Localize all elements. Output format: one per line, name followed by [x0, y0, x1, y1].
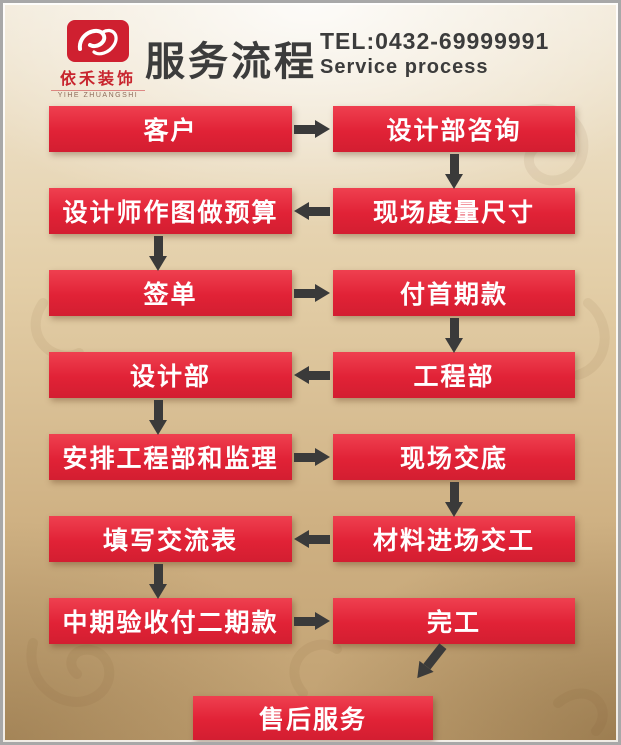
flow-arrow-left-icon — [294, 202, 330, 220]
flow-arrow-right-icon — [294, 120, 330, 138]
company-logo: 依禾装饰 YIHE ZHUANGSHI — [51, 19, 145, 99]
arrow-head — [149, 584, 167, 599]
flow-node-engineering-dept: 工程部 — [333, 352, 575, 398]
flow-arrow-down-icon — [445, 154, 463, 189]
flow-node-arrange-supervision: 安排工程部和监理 — [49, 434, 292, 480]
arrow-shaft — [449, 482, 459, 502]
arrow-head — [315, 448, 330, 466]
arrow-head — [315, 284, 330, 302]
flow-node-completion: 完工 — [333, 598, 575, 644]
arrow-head — [294, 366, 309, 384]
flow-node-materials-handover: 材料进场交工 — [333, 516, 575, 562]
arrow-shaft — [294, 452, 315, 462]
flow-node-site-briefing: 现场交底 — [333, 434, 575, 480]
flow-node-designer-budget: 设计师作图做预算 — [49, 188, 292, 234]
arrow-head — [445, 502, 463, 517]
flow-node-design-consult: 设计部咨询 — [333, 106, 575, 152]
flow-arrow-down-icon — [149, 400, 167, 435]
arrow-shaft — [153, 236, 163, 256]
arrow-head — [445, 174, 463, 189]
arrow-shaft — [309, 534, 330, 544]
flow-node-design-dept: 设计部 — [49, 352, 292, 398]
arrow-head — [315, 612, 330, 630]
flow-arrow-down-icon — [445, 482, 463, 517]
flow-arrow-down-icon — [149, 564, 167, 599]
flow-arrow-down-icon — [149, 236, 167, 271]
arrow-shaft — [294, 124, 315, 134]
arrow-shaft — [449, 154, 459, 174]
flow-arrow-right-icon — [294, 612, 330, 630]
flow-arrow-right-icon — [294, 284, 330, 302]
arrow-shaft — [449, 318, 459, 338]
arrow-shaft — [153, 400, 163, 420]
flow-node-first-payment: 付首期款 — [333, 270, 575, 316]
flow-node-midterm-payment: 中期验收付二期款 — [49, 598, 292, 644]
logo-mark-icon — [67, 20, 129, 62]
arrow-head — [294, 530, 309, 548]
page-title: 服务流程 — [145, 40, 317, 84]
arrow-head — [294, 202, 309, 220]
flow-node-customer: 客户 — [49, 106, 292, 152]
arrow-shaft — [422, 643, 447, 670]
brand-name-en: YIHE ZHUANGSHI — [51, 90, 145, 99]
subtitle-en: Service process — [320, 56, 489, 78]
flow-arrow-diagonal-icon — [410, 640, 449, 684]
flow-arrow-right-icon — [294, 448, 330, 466]
flow-node-site-measure: 现场度量尺寸 — [333, 188, 575, 234]
arrow-head — [149, 420, 167, 435]
arrow-head — [149, 256, 167, 271]
flow-arrow-left-icon — [294, 366, 330, 384]
arrow-shaft — [309, 206, 330, 216]
arrow-head — [315, 120, 330, 138]
flow-node-sign-contract: 签单 — [49, 270, 292, 316]
arrow-shaft — [153, 564, 163, 584]
flow-arrow-left-icon — [294, 530, 330, 548]
flow-node-after-sales: 售后服务 — [193, 696, 433, 740]
arrow-shaft — [294, 616, 315, 626]
arrow-head — [445, 338, 463, 353]
flow-arrow-down-icon — [445, 318, 463, 353]
brand-name-cn: 依禾装饰 — [59, 71, 136, 88]
contact-block: TEL:0432-69999991 Service process — [320, 28, 549, 79]
flow-node-communication-form: 填写交流表 — [49, 516, 292, 562]
arrow-shaft — [309, 370, 330, 380]
phone-number: TEL:0432-69999991 — [320, 28, 550, 54]
arrow-shaft — [294, 288, 315, 298]
